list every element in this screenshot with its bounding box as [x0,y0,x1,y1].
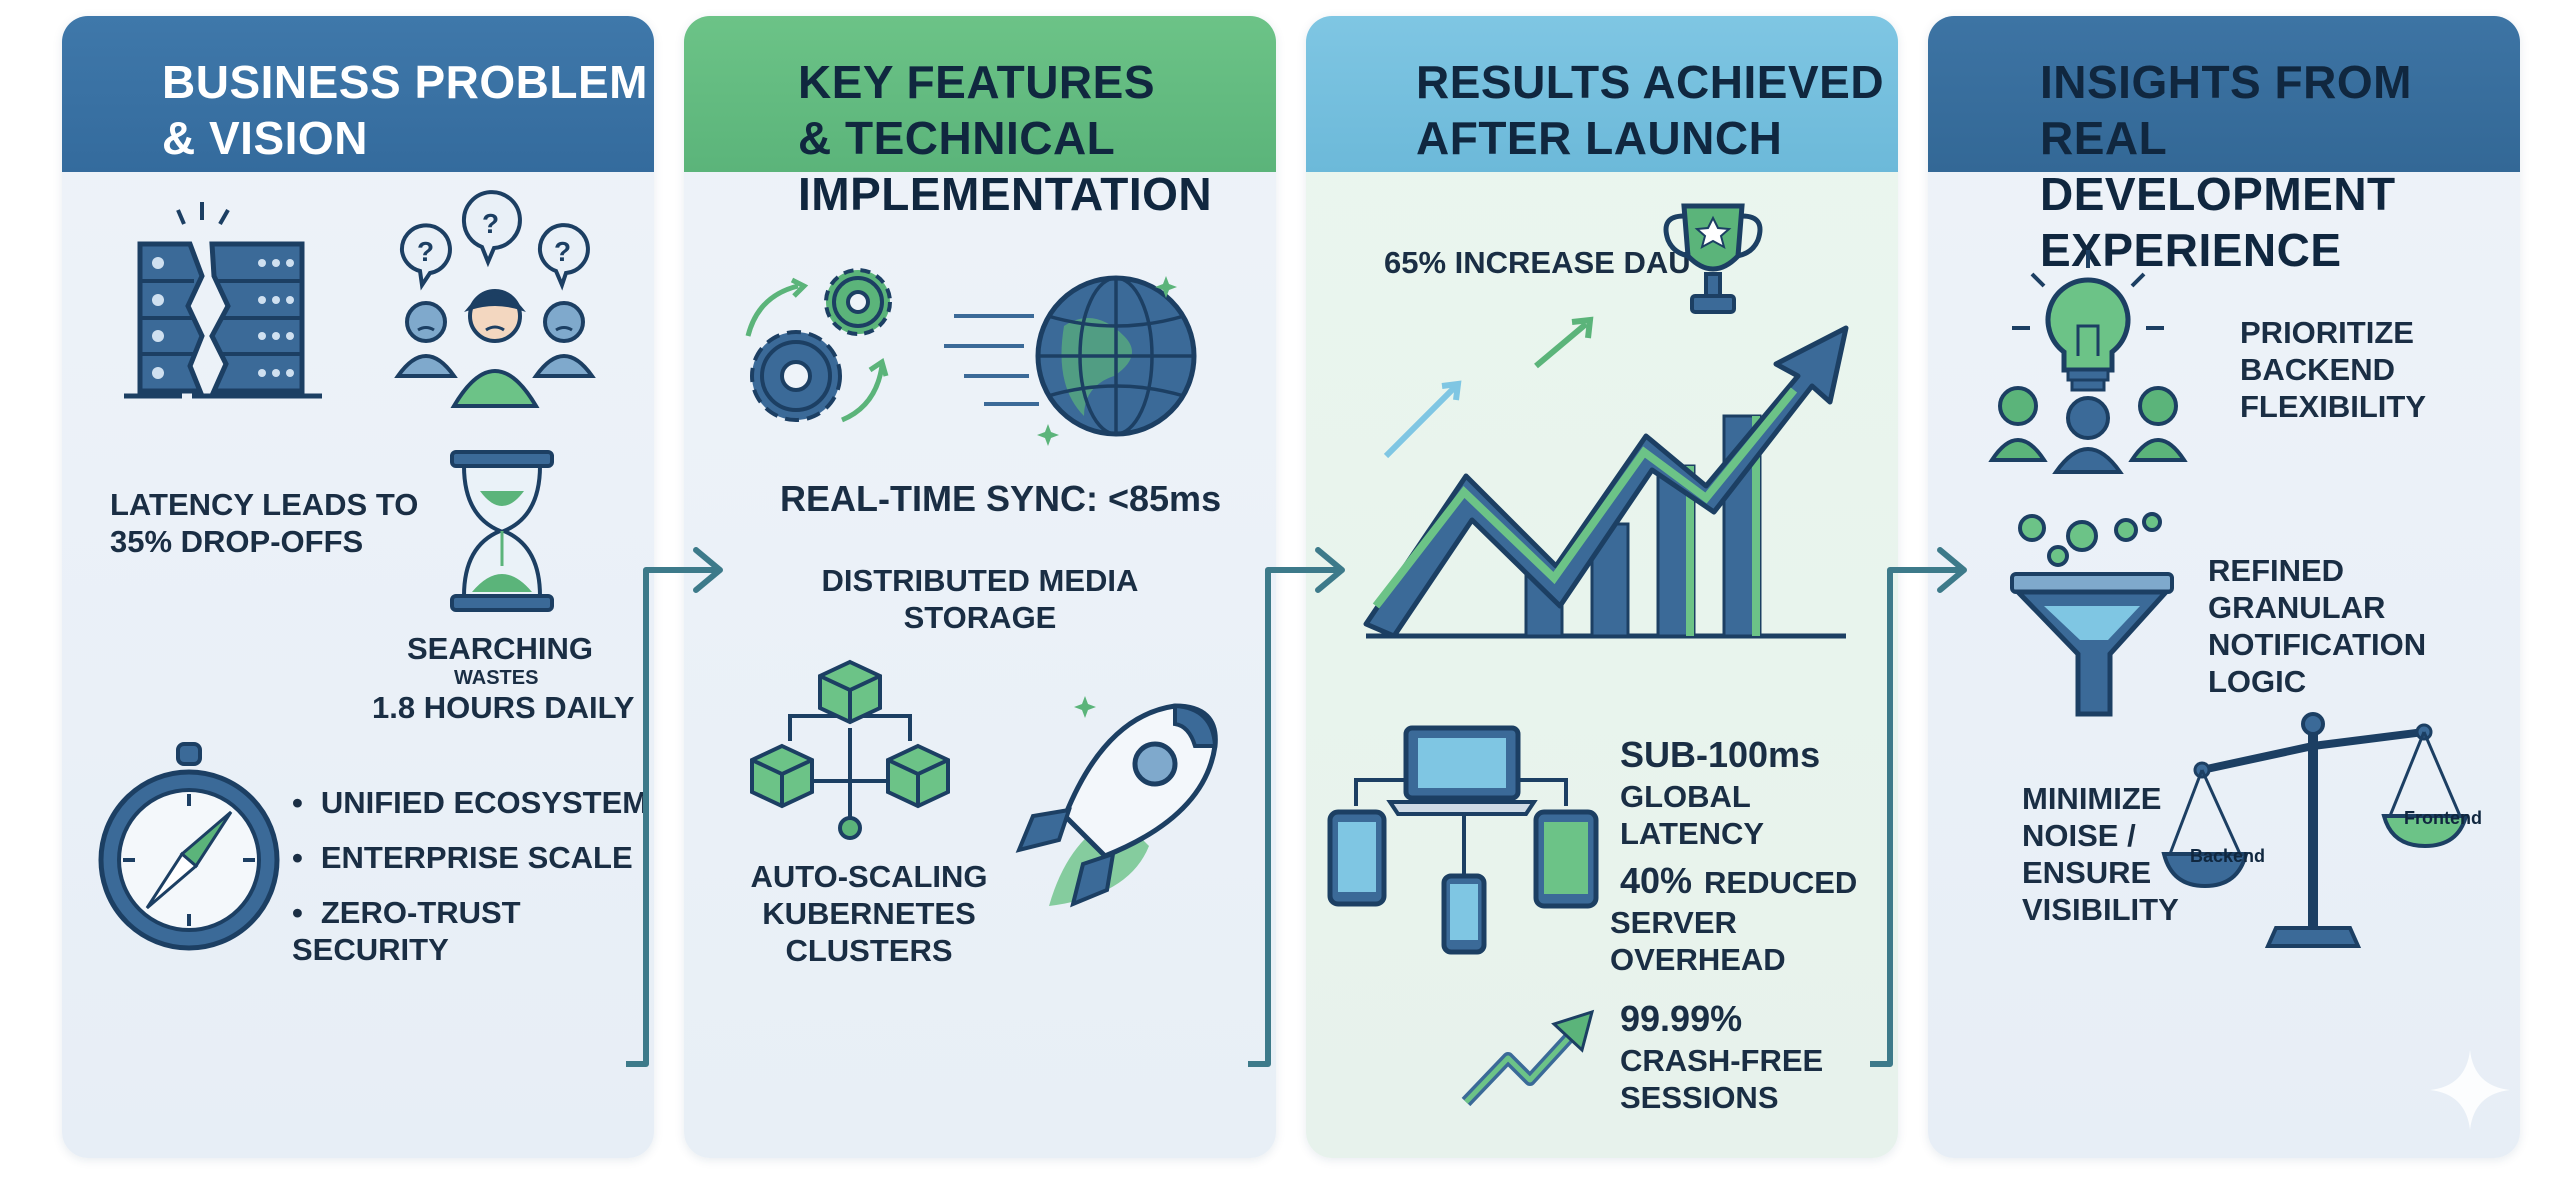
sync-text: REAL-TIME SYNC: <85ms [780,478,1222,519]
funnel-icon [2010,512,2174,717]
flow-arrow-icon [626,547,723,1067]
latency-text: LATENCY LEADS TO 35% DROP-OFFS [110,487,419,559]
sparkle-icon [2430,1050,2510,1130]
trophy-icon [1663,203,1763,314]
reduced-text: REDUCED [1704,865,1858,900]
sub-100ms-text: SUB-100ms [1620,734,1821,775]
panel-header [62,16,654,172]
panel-header [1306,16,1898,172]
dau-text: 65% INCREASE DAU [1384,245,1691,280]
flow-arrow-icon [1248,547,1345,1067]
compass-icon [98,742,280,951]
prioritize-text: PRIORITIZE BACKEND FLEXIBILITY [2240,315,2426,424]
globe-icon [944,275,1197,446]
panel-business-problem: BUSINESS PROBLEM & VISION ??? [62,16,654,1158]
wastes-text: WASTES [454,667,539,689]
autoscaling-text: AUTO-SCALING KUBERNETES CLUSTERS [750,859,988,968]
bullet-item: ZERO-TRUST SECURITY [292,894,654,968]
broken-server-icon [124,202,322,399]
growth-chart-icon [1363,316,1849,639]
hours-text: 1.8 HOURS DAILY [372,690,635,725]
svg-text:?: ? [554,236,571,267]
confused-users-icon: ??? [394,190,596,408]
rocket-icon [1015,696,1218,908]
server-overhead-text: SERVER OVERHEAD [1610,905,1786,977]
panel-title: INSIGHTS FROM REAL DEVELOPMENT EXPERIENC… [2040,56,2412,276]
svg-text:?: ? [417,236,434,267]
gears-icon [745,268,892,423]
bullet-item: ENTERPRISE SCALE [292,839,633,876]
panel-title: BUSINESS PROBLEM & VISION [162,56,648,164]
scale-right-label: Frontend [2404,808,2482,828]
panel-insights: INSIGHTS FROM REAL DEVELOPMENT EXPERIENC… [1928,16,2520,1158]
trend-arrow-icon [1461,1009,1595,1107]
svg-text:?: ? [482,208,499,239]
devices-network-icon [1327,725,1599,955]
panel-header [684,16,1276,172]
refined-text: REFINED GRANULAR NOTIFICATION LOGIC [2208,553,2427,699]
panel-results: RESULTS ACHIEVED AFTER LAUNCH 65% INCREA… [1306,16,1898,1158]
balance-scale-icon [2161,712,2469,948]
scale-left-label: Backend [2190,846,2266,866]
minimize-text: MINIMIZE NOISE / ENSURE VISIBILITY [2022,781,2179,927]
panel-header [1928,16,2520,172]
global-latency-text: GLOBAL LATENCY [1620,779,1765,851]
panel-key-features: KEY FEATURES & TECHNICAL IMPLEMENTATION … [684,16,1276,1158]
panel-title: RESULTS ACHIEVED AFTER LAUNCH [1416,56,1885,164]
crash-free-percent-text: 99.99% [1620,998,1743,1039]
storage-text: DISTRIBUTED MEDIA STORAGE [821,563,1139,635]
crash-free-text: CRASH-FREE SESSIONS [1620,1043,1824,1115]
cubes-network-icon [750,659,950,840]
flow-arrow-icon [1870,547,1967,1067]
searching-text: SEARCHING [407,631,594,666]
lightbulb-team-icon [1988,250,2188,474]
hourglass-icon [450,450,554,612]
forty-percent-text: 40% [1620,860,1693,901]
panel-title: KEY FEATURES & TECHNICAL IMPLEMENTATION [798,56,1213,220]
bullet-item: UNIFIED ECOSYSTEM [292,784,648,821]
